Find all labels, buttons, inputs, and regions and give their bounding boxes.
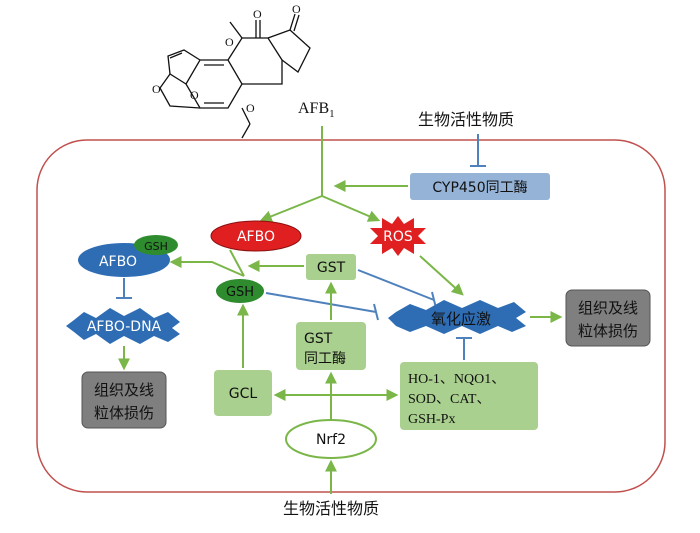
- tissue-damage-right-line1: 组织及线: [578, 299, 638, 317]
- gst-enzyme-line2: 同工酶: [304, 351, 346, 367]
- tissue-damage-left-line2: 粒体损伤: [94, 404, 154, 422]
- inhibit-bar-gsh: [373, 303, 379, 321]
- gst-box: [306, 254, 356, 280]
- oxidative-stress-starburst: [388, 300, 526, 334]
- gsh-node: [216, 279, 264, 303]
- bioactive-substance-bottom: 生物活性物质: [283, 499, 379, 518]
- gst-enzyme-line1: GST: [304, 331, 333, 347]
- antioxidant-line3: GSH-Px: [408, 412, 455, 427]
- arrow-to-afbo: [259, 195, 323, 223]
- afb1-structure-icon: [159, 13, 311, 139]
- gcl-label: GCL: [229, 386, 258, 402]
- nrf2-label: Nrf2: [316, 432, 346, 448]
- svg-text:O: O: [253, 7, 262, 21]
- svg-text:O: O: [292, 2, 301, 16]
- afbo-dna-starburst: [66, 308, 180, 344]
- arrow-afbo-down: [229, 249, 245, 277]
- ros-starburst: [370, 216, 426, 256]
- antioxidant-line1: HO-1、NQO1、: [408, 372, 505, 387]
- gsh-small-node: [134, 235, 178, 255]
- antioxidant-box: [400, 362, 538, 430]
- arrow-ros-to-stress: [419, 255, 464, 296]
- gst-label: GST: [317, 260, 346, 276]
- arrow-afbo-to-conjugate: [169, 256, 245, 277]
- ros-label: ROS: [383, 229, 413, 245]
- svg-text:O: O: [190, 88, 199, 102]
- svg-text:O: O: [246, 101, 255, 115]
- gsh-label: GSH: [226, 285, 254, 300]
- gcl-box: [214, 370, 272, 416]
- gsh-small-label: GSH: [144, 240, 168, 253]
- afbo-blue-label: AFBO: [99, 254, 137, 270]
- svg-text:O: O: [225, 35, 234, 49]
- tissue-damage-left-line1: 组织及线: [94, 381, 154, 399]
- afbo-red-node: [210, 220, 302, 252]
- inhibit-line-gst: [357, 269, 435, 301]
- svg-text:O: O: [152, 82, 161, 96]
- gst-enzyme-box: [296, 322, 366, 370]
- oxidative-stress-label: 氧化应激: [431, 310, 491, 328]
- tissue-damage-right-line2: 粒体损伤: [578, 322, 638, 340]
- inhibit-line-gsh: [265, 292, 377, 313]
- arrow-to-ros: [321, 195, 381, 222]
- cyp450-box: [410, 173, 550, 200]
- cyp450-label: CYP450同工酶: [432, 180, 527, 196]
- bioactive-substance-top: 生物活性物质: [418, 110, 514, 129]
- afbo-red-label: AFBO: [237, 229, 275, 245]
- tissue-damage-left-box: [81, 371, 167, 429]
- cell-boundary: [36, 139, 666, 493]
- antioxidant-line2: SOD、CAT、: [408, 392, 490, 407]
- afb1-label: AFB1: [298, 100, 335, 120]
- afbo-dna-label: AFBO-DNA: [87, 319, 162, 335]
- tissue-damage-right-box: [565, 289, 651, 347]
- afb1-atom-labels: O O O O O O: [152, 2, 301, 115]
